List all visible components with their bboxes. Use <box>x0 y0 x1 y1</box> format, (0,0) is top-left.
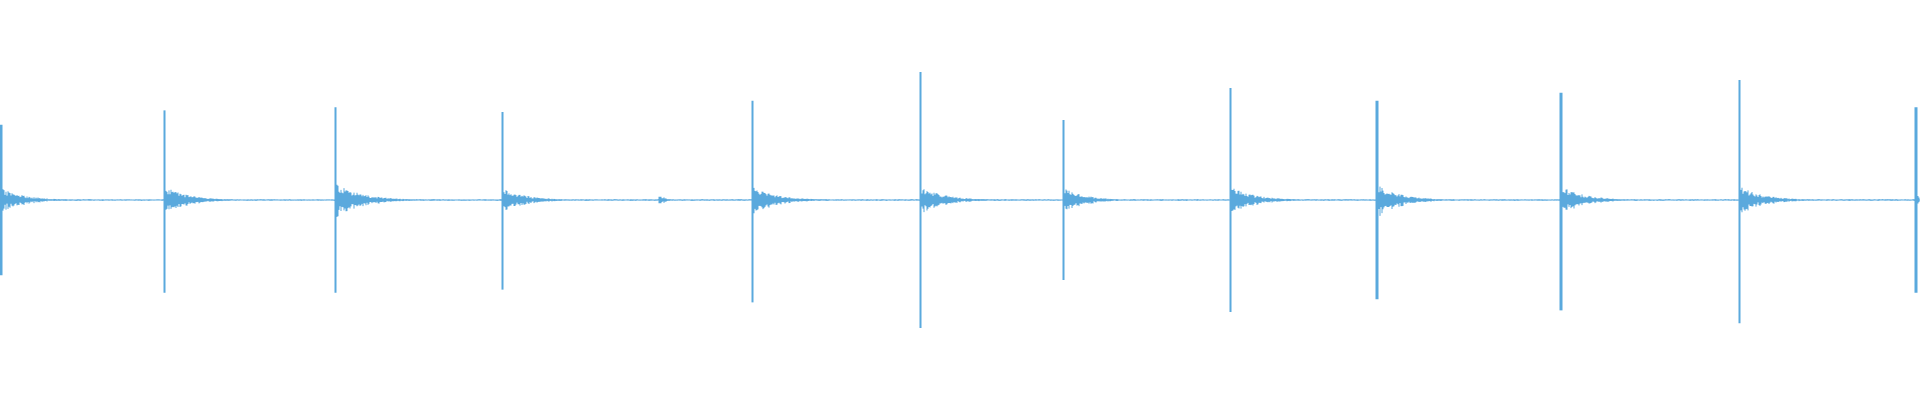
waveform-bars <box>0 72 1920 328</box>
